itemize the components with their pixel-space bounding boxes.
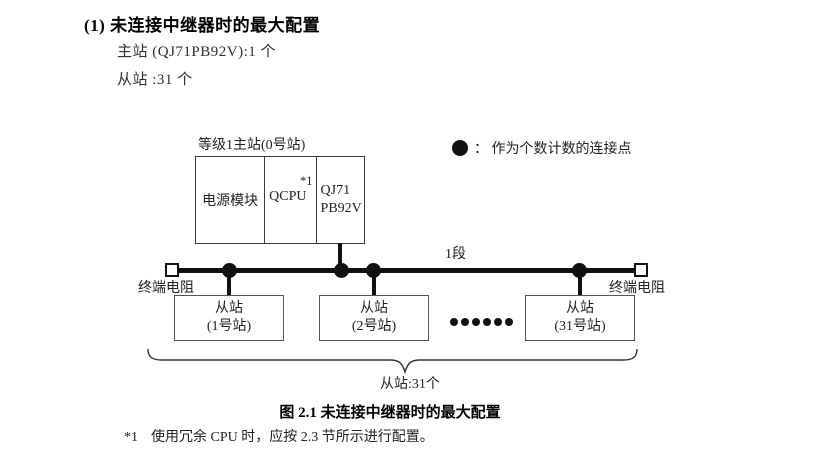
- omitted-slaves-dots-icon: [450, 318, 513, 326]
- terminator-right-label: 终端电阻: [609, 281, 665, 296]
- cpu-footnote-ref: *1: [300, 174, 313, 188]
- segment-label: 1段: [445, 247, 466, 262]
- footnote-ref: *1: [124, 430, 138, 445]
- slave-range-brace: [147, 348, 638, 375]
- slave1-drop-line: [227, 272, 231, 295]
- slave-total-label: 从站:31个: [380, 377, 440, 392]
- figure-caption: 图 2.1 未连接中继器时的最大配置: [279, 405, 501, 421]
- network-module-cell: QJ71 PB92V: [317, 157, 364, 243]
- connection-dot-slave31: [572, 263, 587, 278]
- footnote-text: 使用冗余 CPU 时，应按 2.3 节所示进行配置。: [151, 430, 434, 445]
- slave1-box: 从站 (1号站): [174, 295, 284, 341]
- master-station-box: 电源模块 *1 QCPU QJ71 PB92V: [195, 156, 365, 244]
- slave2-drop-line: [372, 272, 376, 295]
- master-drop-line: [338, 243, 342, 270]
- bus-line: [172, 268, 642, 273]
- terminator-right-icon: [634, 263, 648, 277]
- dot-icon: [450, 318, 458, 326]
- master-station-label: 等级1主站(0号站): [198, 138, 306, 153]
- slave31-name: 从站: [566, 300, 594, 316]
- footnote: *1 使用冗余 CPU 时，应按 2.3 节所示进行配置。: [124, 426, 434, 446]
- connection-dot-slave1: [222, 263, 237, 278]
- terminator-left-icon: [165, 263, 179, 277]
- slave31-station-no: (31号站): [554, 319, 606, 334]
- cpu-cell: *1 QCPU: [265, 157, 317, 243]
- section-heading: (1) 未连接中继器时的最大配置: [84, 16, 321, 35]
- slave1-name: 从站: [215, 300, 243, 316]
- slave2-box: 从站 (2号站): [319, 295, 429, 341]
- cpu-label: QCPU: [269, 189, 307, 204]
- connection-dot-slave2: [366, 263, 381, 278]
- dot-icon: [505, 318, 513, 326]
- network-module-label-line2: PB92V: [320, 201, 362, 216]
- master-count-text: 主站 (QJ71PB92V):1 个: [117, 44, 277, 60]
- legend-label: ： 作为个数计数的连接点: [474, 142, 632, 157]
- terminator-left-label: 终端电阻: [138, 281, 194, 296]
- connection-dot-master: [334, 263, 349, 278]
- slave-count-text: 从站 :31 个: [117, 72, 193, 88]
- dot-icon: [494, 318, 502, 326]
- dot-icon: [472, 318, 480, 326]
- legend: ： 作为个数计数的连接点: [452, 138, 632, 158]
- slave2-name: 从站: [360, 300, 388, 316]
- connection-point-icon: [452, 140, 468, 156]
- power-module-cell: 电源模块: [196, 157, 266, 243]
- power-module-label: 电源模块: [202, 194, 259, 209]
- dot-icon: [483, 318, 491, 326]
- slave2-station-no: (2号站): [351, 319, 397, 334]
- slave31-drop-line: [578, 272, 582, 295]
- dot-icon: [461, 318, 469, 326]
- slave1-station-no: (1号站): [206, 319, 252, 334]
- network-module-label-line1: QJ71: [320, 182, 351, 198]
- slave31-box: 从站 (31号站): [525, 295, 635, 341]
